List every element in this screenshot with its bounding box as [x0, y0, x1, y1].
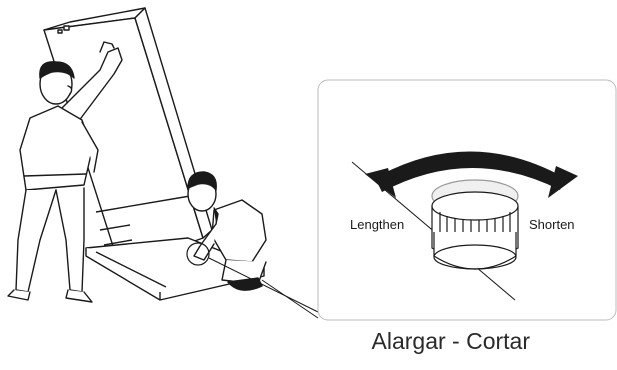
- leveling-knob-icon: [432, 180, 518, 269]
- shorten-label: Shorten: [529, 217, 575, 232]
- caption-text: Alargar - Cortar: [0, 328, 617, 355]
- lengthen-label: Lengthen: [350, 217, 404, 232]
